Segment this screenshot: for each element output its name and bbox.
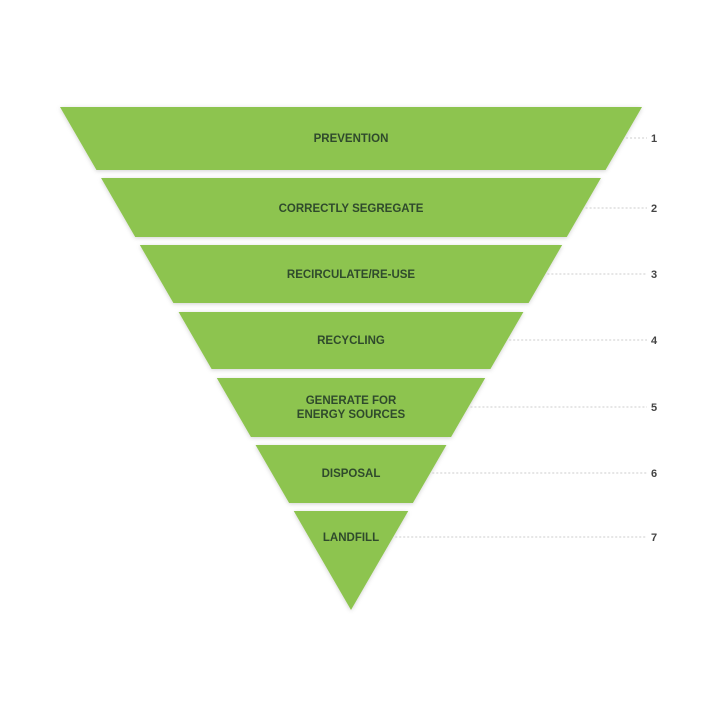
pyramid-level-4: 4 RECYCLING [178, 312, 658, 369]
level-label: RECYCLING [317, 335, 385, 347]
level-number: 7 [651, 532, 657, 544]
level-number: 6 [651, 468, 657, 480]
level-band [60, 107, 642, 170]
level-label: LANDFILL [323, 532, 379, 544]
pyramid-level-3: 3 RECIRCULATE/RE-USE [139, 245, 657, 303]
pyramid-level-7: 7 LANDFILL [293, 511, 657, 610]
level-band [216, 378, 486, 437]
pyramid-level-2: 2 CORRECTLY SEGREGATE [101, 178, 657, 237]
level-band [178, 312, 524, 369]
level-band [101, 178, 601, 237]
level-label: DISPOSAL [322, 468, 381, 480]
level-label: PREVENTION [314, 133, 389, 145]
level-band [255, 445, 447, 503]
pyramid-level-6: 6 DISPOSAL [255, 445, 657, 503]
level-label: GENERATE FOR [306, 395, 397, 407]
level-number: 1 [651, 133, 657, 145]
level-number: 2 [651, 203, 657, 215]
level-number: 3 [651, 269, 657, 281]
level-band [139, 245, 563, 303]
level-number: 5 [651, 402, 657, 414]
pyramid-level-5: 5 GENERATE FOR ENERGY SOURCES [216, 378, 657, 437]
level-label: ENERGY SOURCES [297, 409, 406, 421]
level-band [293, 511, 409, 610]
pyramid-level-1: 1 PREVENTION [60, 107, 657, 170]
level-number: 4 [651, 335, 658, 347]
level-label: CORRECTLY SEGREGATE [279, 203, 424, 215]
level-label: RECIRCULATE/RE-USE [287, 269, 416, 281]
